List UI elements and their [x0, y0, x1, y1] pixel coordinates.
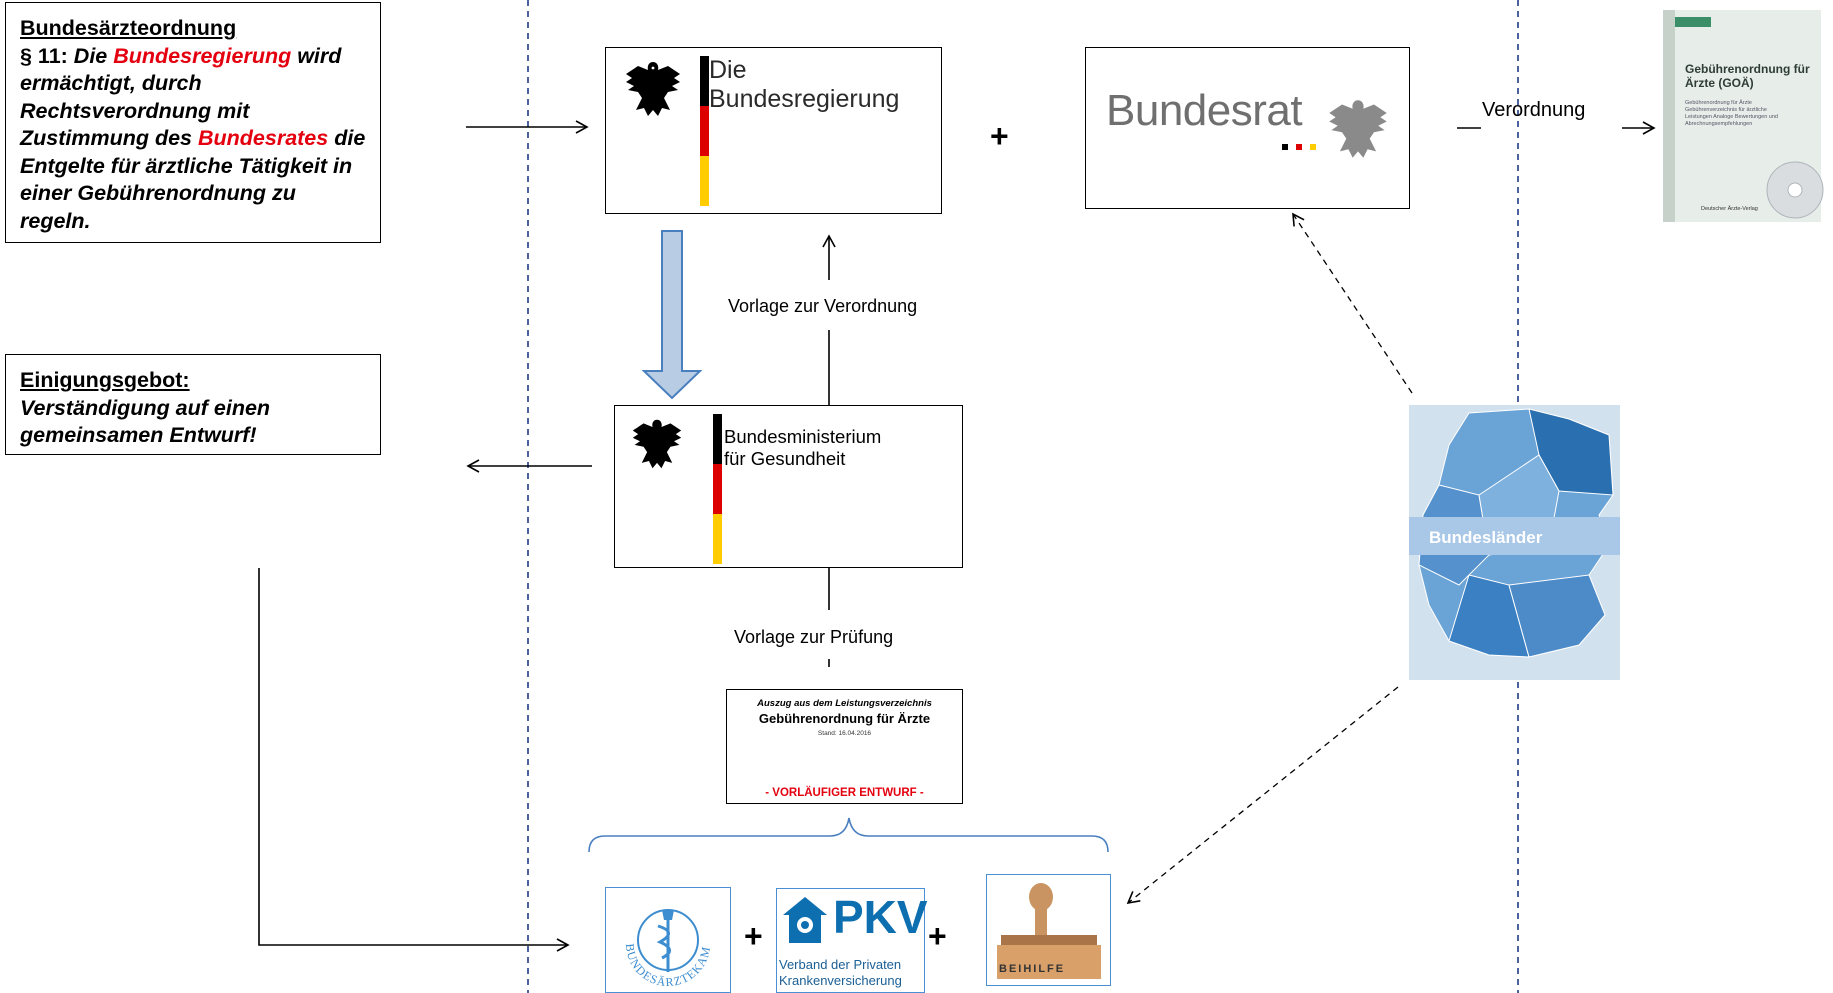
law-text-3: die Entgelte für ärztliche Tätigkeit in … — [20, 126, 366, 233]
label-vorlage-verordnung: Vorlage zur Verordnung — [728, 296, 918, 316]
law-text-2: wird ermächtigt, durch Rechtsverordnung … — [20, 43, 342, 151]
book-tag — [1675, 17, 1711, 27]
flag-bar — [700, 56, 709, 206]
bundesrat-flag-dots — [1282, 144, 1322, 150]
plus-sign-1: + — [744, 918, 763, 954]
law-text-1: Die — [73, 43, 114, 68]
down-block-arrow — [641, 230, 703, 400]
pkv-logo: PKV Verband der Privaten Krankenversiche… — [776, 888, 928, 993]
label-vorlage-pruefung: Vorlage zur Prüfung — [734, 627, 894, 647]
ministry-name: Bundesministerium für Gesundheit — [724, 426, 881, 470]
pkv-subtitle: Verband der Privaten Krankenversicherung — [779, 957, 902, 989]
pkv-line1: Verband der Privaten — [779, 957, 902, 972]
pkv-short: PKV — [833, 891, 928, 943]
arrow-map-to-beihilfe — [1126, 686, 1399, 905]
book-title: Gebührenordnung für Ärzte (GOÄ) — [1685, 62, 1810, 90]
federal-eagle-icon — [626, 62, 680, 116]
law-box-body: § 11: Die Bundesregierung wird ermächtig… — [20, 43, 366, 236]
draft-line2: Gebührenordnung für Ärzte — [758, 711, 931, 726]
beihilfe-label: BEIHILFE — [999, 963, 1066, 975]
agreement-text: Verständigung auf einen gemeinsamen Entw… — [20, 395, 271, 448]
cd-icon — [1766, 161, 1824, 219]
draft-document: Auszug aus dem Leistungsverzeichnis Gebü… — [726, 689, 963, 804]
ministry-eagle-icon — [632, 419, 682, 469]
law-paragraph: § 11: — [20, 43, 74, 68]
verordnung-label: Verordnung — [1482, 99, 1586, 121]
ministry-box: Bundesministerium für Gesundheit — [614, 405, 963, 568]
law-red-bundesrates: Bundesrates — [197, 126, 329, 150]
plus-sign-2: + — [928, 918, 947, 954]
draft-line4: - VORLÄUFIGER ENTWURF - — [765, 787, 924, 799]
arrow-agreement-to-logos — [258, 568, 570, 952]
government-line2: Bundesregierung — [709, 85, 900, 113]
map-band — [1409, 517, 1620, 555]
book-subtitle: Gebührenordnung für Ärzte Gebührenverzei… — [1685, 100, 1778, 127]
government-box: Die Bundesregierung — [605, 47, 942, 214]
draft-line3: Stand: 16.04.2016 — [817, 730, 872, 737]
agreement-box: Einigungsgebot: Verständigung auf einen … — [5, 354, 381, 455]
stamp-icon — [997, 883, 1101, 979]
book-publisher: Deutscher Ärzte-Verlag — [1701, 206, 1758, 212]
ministry-line1: Bundesministerium — [724, 426, 882, 447]
map-label: Bundesländer — [1429, 528, 1543, 547]
plus-sign-top: + — [990, 118, 1009, 154]
agreement-title: Einigungsgebot: — [20, 368, 190, 392]
germany-map: Bundesländer — [1409, 405, 1620, 680]
bundesaerztekammer-logo: BUNDESÄRZTEKAMMER — [605, 887, 731, 993]
arrow-map-to-bundesrat — [1292, 212, 1413, 394]
goae-book: Gebührenordnung für Ärzte (GOÄ) Gebühren… — [1663, 10, 1824, 222]
law-red-bundesregierung: Bundesregierung — [113, 43, 292, 68]
ministry-flag-bar — [713, 414, 722, 564]
government-name: Die Bundesregierung — [709, 56, 899, 114]
law-box-title: Bundesärzteordnung — [20, 16, 237, 40]
pkv-house-icon — [783, 897, 827, 943]
beihilfe-stamp: BEIHILFE — [986, 874, 1111, 986]
draft-line1: Auszug aus dem Leistungsverzeichnis — [757, 698, 932, 709]
bundesrat-wordmark: Bundesrat — [1106, 86, 1303, 135]
law-box: Bundesärzteordnung § 11: Die Bundesregie… — [5, 2, 381, 243]
bundesrat-eagle-icon — [1329, 100, 1387, 158]
bundesrat-box: Bundesrat — [1085, 47, 1410, 209]
brace — [588, 817, 1109, 853]
bak-emblem-icon: BUNDESÄRZTEKAMMER — [612, 892, 712, 989]
pkv-line2: Krankenversicherung — [779, 973, 902, 988]
government-line1: Die — [709, 56, 747, 84]
ministry-line2: für Gesundheit — [724, 448, 846, 469]
